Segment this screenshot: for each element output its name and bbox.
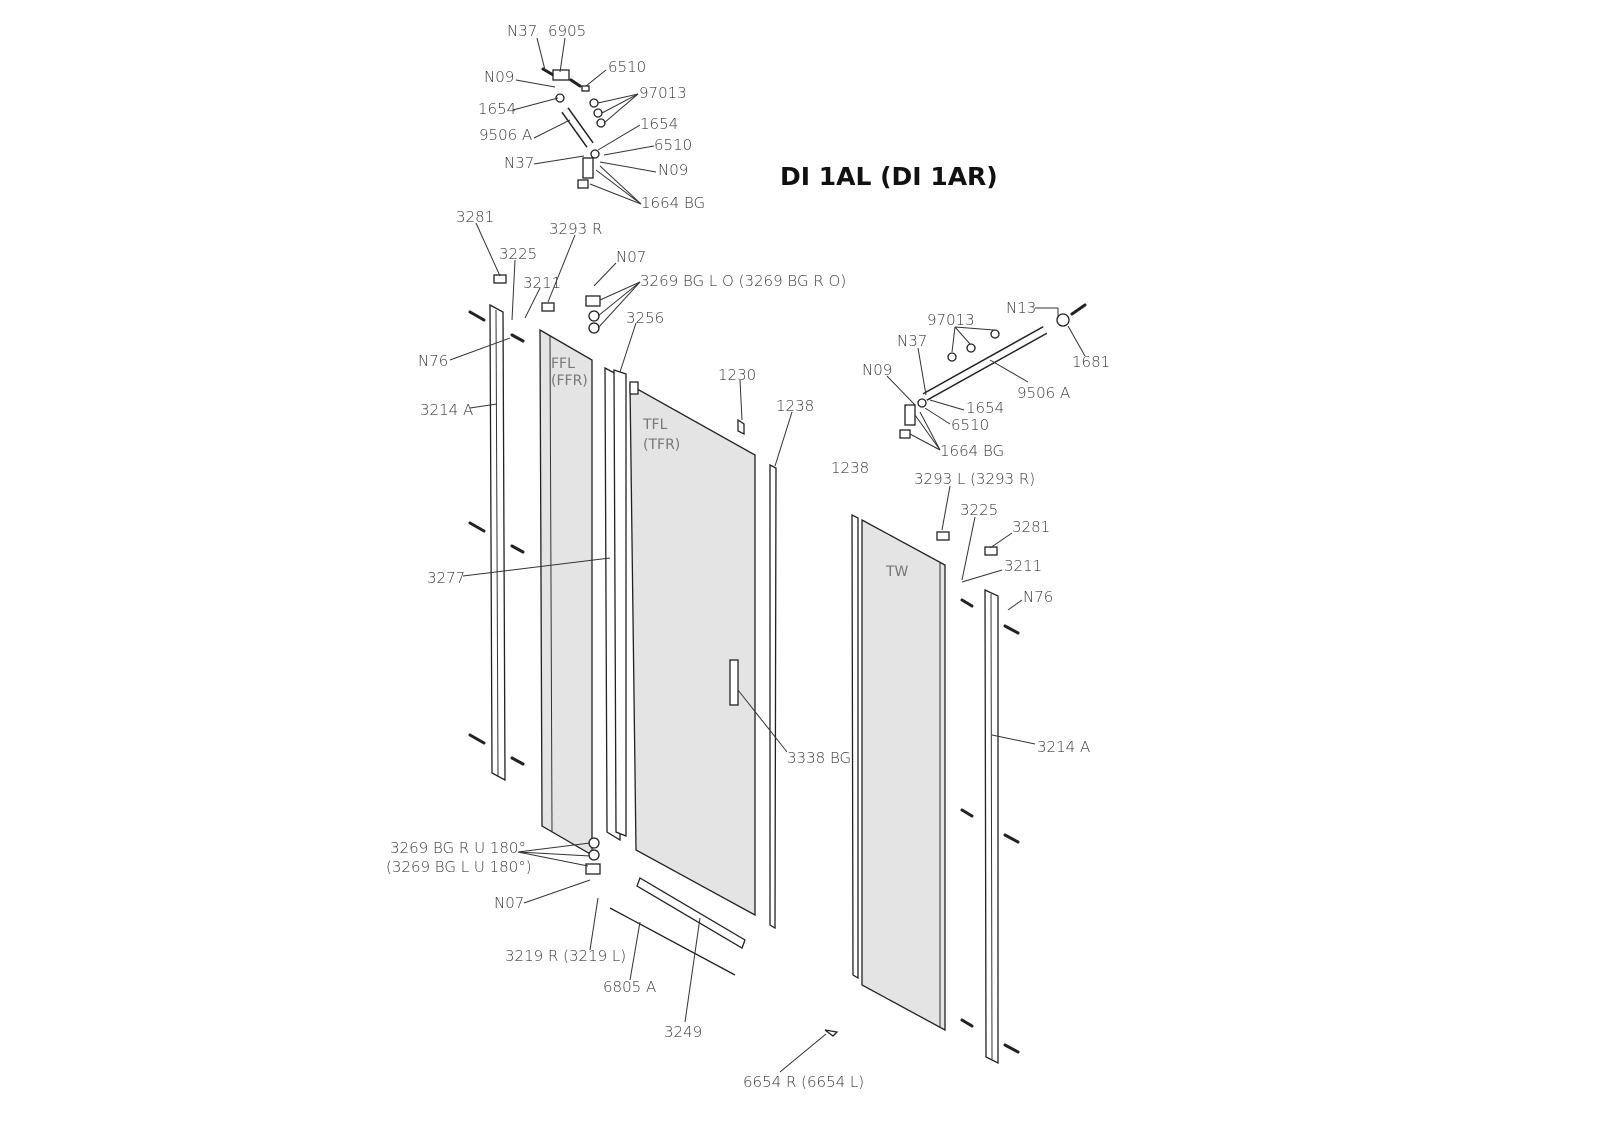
side-panel-tw [861, 518, 946, 1032]
handle-3338bg [729, 659, 739, 706]
callout-1230: 1230 [718, 366, 756, 384]
panel-label-tfl: TFL [642, 417, 668, 433]
callout-1238: 1238 [776, 397, 814, 415]
callout-n07: N07 [494, 894, 524, 912]
panel-label-tfr: (TFR) [643, 437, 680, 453]
callout-1654: 1654 [966, 399, 1004, 417]
callout-3277: 3277 [427, 569, 465, 587]
callout-97013: 97013 [639, 84, 687, 102]
fixed-panel-ffl [539, 328, 593, 857]
callout-3281: 3281 [1012, 518, 1050, 536]
callout-6905: 6905 [548, 22, 586, 40]
callout-1654: 1654 [640, 115, 678, 133]
callout-6654r: 6654 R (6654 L) [743, 1073, 864, 1091]
profile-3256 [613, 369, 627, 837]
callout-n76: N76 [1023, 588, 1053, 606]
callout-1664bg: 1664 BG [940, 442, 1004, 460]
callout-3211: 3211 [1004, 557, 1042, 575]
seal-1238 [851, 513, 859, 980]
left-door-parts [449, 222, 839, 1073]
callout-9506a: 9506 A [1017, 384, 1070, 402]
callout-3269bglu: (3269 BG L U 180°) [386, 858, 532, 876]
callout-3225: 3225 [960, 501, 998, 519]
callout-3211: 3211 [523, 274, 561, 292]
seal-1238 [769, 463, 777, 930]
callout-1664bg: 1664 BG [641, 194, 705, 212]
top-stabilizer-assembly [512, 37, 657, 205]
callout-3269bgru: 3269 BG R U 180° [390, 839, 526, 857]
callout-3293r: 3293 R [549, 220, 602, 238]
callout-n09: N09 [862, 361, 892, 379]
door-panel-tfl [629, 383, 756, 917]
panel-label-ffr: (FFR) [551, 373, 588, 389]
callout-6510: 6510 [951, 416, 989, 434]
callout-n09: N09 [484, 68, 514, 86]
sill-3249 [636, 877, 746, 949]
callout-3269bglo: 3269 BG L O (3269 BG R O) [640, 272, 846, 290]
panel-label-tw: TW [885, 564, 909, 580]
callout-n37: N37 [897, 332, 927, 350]
callout-9506a: 9506 A [479, 126, 532, 144]
wall-profile-3214a [489, 303, 506, 782]
callout-n13: N13 [1006, 299, 1036, 317]
callout-1654: 1654 [478, 100, 516, 118]
clamp-1681 [1056, 313, 1070, 327]
callout-1681: 1681 [1072, 353, 1110, 371]
panel-label-ffl: FFL [551, 356, 575, 372]
callout-3256: 3256 [626, 309, 664, 327]
callout-3214a: 3214 A [420, 401, 473, 419]
callout-3225: 3225 [499, 245, 537, 263]
diagram-title: DI 1AL (DI 1AR) [780, 162, 998, 191]
callout-3338bg: 3338 BG [787, 749, 851, 767]
right-panel-parts [851, 303, 1087, 1065]
callout-3293l: 3293 L (3293 R) [914, 470, 1035, 488]
callout-3281: 3281 [456, 208, 494, 226]
callout-6805a: 6805 A [603, 978, 656, 996]
callout-97013: 97013 [927, 311, 975, 329]
bracket-6905 [552, 69, 570, 81]
callout-1238: 1238 [831, 459, 869, 477]
callout-n37: N37 [504, 154, 534, 172]
callout-n37: N37 [507, 22, 537, 40]
callout-3214a: 3214 A [1037, 738, 1090, 756]
callout-6510: 6510 [608, 58, 646, 76]
callout-6510: 6510 [654, 136, 692, 154]
callout-n76: N76 [418, 352, 448, 370]
callout-n09: N09 [658, 161, 688, 179]
callout-3249: 3249 [664, 1023, 702, 1041]
callout-n07: N07 [616, 248, 646, 266]
callout-3219r: 3219 R (3219 L) [505, 947, 626, 965]
